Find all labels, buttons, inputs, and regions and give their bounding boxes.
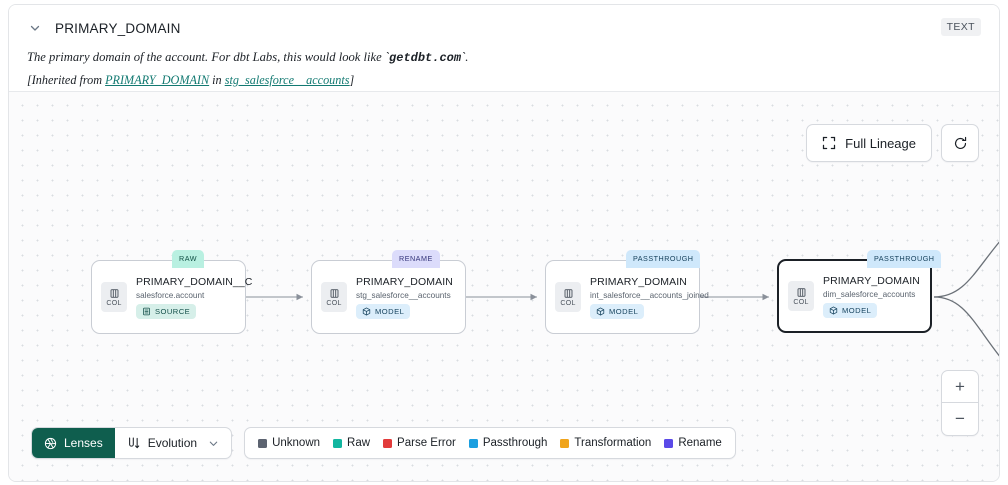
node-body: PRIMARY_DOMAIN int_salesforce__accounts_j… <box>590 275 709 319</box>
node-tag: PASSTHROUGH <box>867 250 942 268</box>
legend-swatch <box>383 438 393 448</box>
status-badge: TEXT <box>940 18 981 36</box>
legend-label: Passthrough <box>482 437 548 449</box>
inherited-prefix: [Inherited from <box>27 73 106 87</box>
node-kind-badge: MODEL <box>590 303 645 319</box>
node-title: PRIMARY_DOMAIN <box>823 274 920 287</box>
column-chip-label: COL <box>793 298 809 306</box>
legend-item[interactable]: Passthrough <box>468 437 548 449</box>
description-text: The primary domain of the account. For d… <box>27 50 390 64</box>
legend-swatch <box>664 438 674 448</box>
node-subtitle: dim_salesforce_accounts <box>823 289 916 299</box>
legend-swatch <box>333 438 343 448</box>
legend-label: Unknown <box>272 437 321 449</box>
cube-icon <box>596 306 605 316</box>
node-kind-badge: MODEL <box>356 303 411 319</box>
panel-header: PRIMARY_DOMAIN TEXT The primary domain o… <box>9 5 999 91</box>
legend-label: Rename <box>678 437 722 449</box>
legend-swatch <box>258 438 268 448</box>
inherited-from-note: [Inherited from PRIMARY_DOMAIN in stg_sa… <box>27 73 981 88</box>
legend-item[interactable]: Parse Error <box>383 437 456 449</box>
inherited-column-link[interactable]: PRIMARY_DOMAIN <box>105 73 210 87</box>
node-tag: RENAME <box>392 250 440 268</box>
lineage-legend: Unknown Raw Parse Error Passthrough Transfor… <box>244 427 736 459</box>
node-title: PRIMARY_DOMAIN <box>590 275 687 288</box>
canvas-bottom-bar: Lenses Evolution <box>31 427 736 459</box>
legend-item[interactable]: Unknown <box>258 437 320 449</box>
lenses-label: Lenses <box>64 436 103 450</box>
zoom-controls: + − <box>941 370 979 436</box>
inherited-suffix: ] <box>349 73 355 87</box>
canvas-toolbar: Full Lineage <box>806 124 979 162</box>
lineage-node[interactable]: PASSTHROUGH COL PRIMARY_DOMAIN dim_salesfor… <box>777 250 942 333</box>
legend-label: Raw <box>347 437 371 449</box>
column-chip-label: COL <box>106 299 122 307</box>
legend-label: Transformation <box>574 437 652 449</box>
legend-swatch <box>468 438 478 448</box>
description-suffix: `. <box>461 50 469 64</box>
lens-control-group: Lenses Evolution <box>31 427 233 459</box>
legend-swatch <box>560 438 570 448</box>
legend-label: Parse Error <box>397 437 456 449</box>
lineage-canvas[interactable]: Full Lineage + − RAW COL PRIMARY_DOMAIN__C… <box>9 91 999 481</box>
database-icon <box>142 307 151 316</box>
full-lineage-button[interactable]: Full Lineage <box>806 124 932 162</box>
node-subtitle: salesforce.account <box>136 290 205 300</box>
node-title: PRIMARY_DOMAIN <box>356 275 453 288</box>
legend-item[interactable]: Raw <box>333 437 370 449</box>
column-chip-label: COL <box>326 299 342 307</box>
node-subtitle: stg_salesforce__accounts <box>356 290 451 300</box>
column-description: The primary domain of the account. For d… <box>27 50 981 65</box>
title-row: PRIMARY_DOMAIN <box>27 17 981 39</box>
lineage-node[interactable]: RENAME COL PRIMARY_DOMAIN stg_salesforce__a… <box>311 250 466 334</box>
node-title: PRIMARY_DOMAIN__C <box>136 275 253 288</box>
evolution-button[interactable]: Evolution <box>115 428 231 458</box>
node-tag: RAW <box>172 250 205 268</box>
columns-icon: COL <box>788 281 814 311</box>
node-subtitle: int_salesforce__accounts_joined <box>590 290 709 300</box>
page-title: PRIMARY_DOMAIN <box>55 20 181 36</box>
chevron-down-icon <box>208 438 219 449</box>
node-kind-badge: SOURCE <box>136 303 197 319</box>
inherited-model-link[interactable]: stg_salesforce__accounts <box>224 73 350 87</box>
legend-item[interactable]: Rename <box>664 437 722 449</box>
refresh-icon <box>953 136 968 151</box>
node-tag: PASSTHROUGH <box>626 250 701 268</box>
cube-icon <box>829 305 838 315</box>
chevron-down-icon[interactable] <box>27 20 43 36</box>
columns-icon: COL <box>555 282 581 312</box>
evolution-label: Evolution <box>147 436 198 450</box>
legend-item[interactable]: Transformation <box>560 437 651 449</box>
description-code: getdbt.com <box>389 51 462 65</box>
lineage-node[interactable]: PASSTHROUGH COL PRIMARY_DOMAIN int_salesfor… <box>545 250 709 334</box>
zoom-out-button[interactable]: − <box>955 409 965 428</box>
columns-icon: COL <box>101 282 127 312</box>
zoom-in-button[interactable]: + <box>942 371 978 403</box>
inherited-middle: in <box>209 73 225 87</box>
aperture-icon <box>44 437 57 450</box>
lenses-button[interactable]: Lenses <box>32 428 115 458</box>
column-chip-label: COL <box>560 299 576 307</box>
node-kind-badge: MODEL <box>823 302 878 318</box>
columns-icon: COL <box>321 282 347 312</box>
evolution-icon <box>127 436 141 450</box>
full-lineage-label: Full Lineage <box>845 135 916 151</box>
lineage-node[interactable]: RAW COL PRIMARY_DOMAIN__C salesforce.accoun… <box>91 250 253 334</box>
column-detail-panel: PRIMARY_DOMAIN TEXT The primary domain o… <box>8 4 1000 482</box>
cube-icon <box>362 306 371 316</box>
refresh-button[interactable] <box>941 124 979 162</box>
expand-icon <box>822 136 836 150</box>
